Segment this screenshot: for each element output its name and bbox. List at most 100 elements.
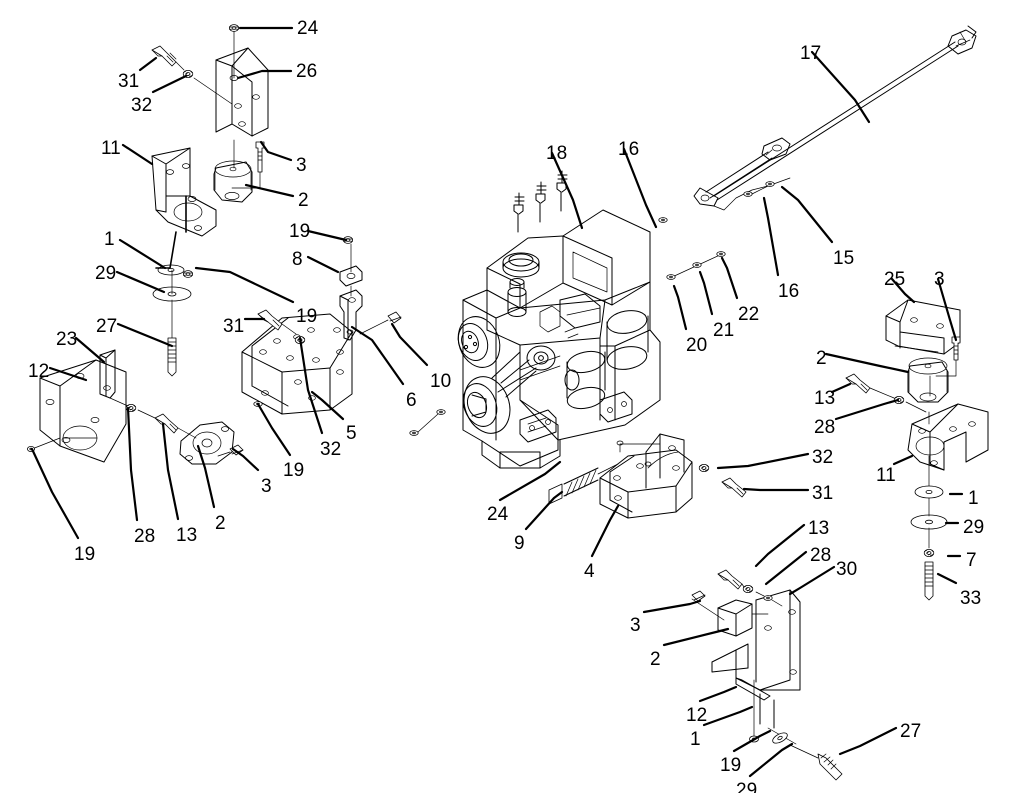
part-3-screw-lower-right (691, 590, 706, 602)
callout-number-2: 2 (215, 513, 226, 534)
leader-line-26 (236, 69, 293, 80)
callout-number-19: 19 (720, 755, 742, 776)
callout-number-16: 16 (618, 139, 640, 160)
part-29-washer-lower-right (772, 732, 788, 744)
part-29-washer-right (910, 514, 948, 530)
leader-line-24 (498, 460, 562, 502)
callout-number-29: 29 (963, 517, 985, 538)
leader-line-5 (310, 390, 345, 421)
part-19-washer-lower-right-a (763, 595, 773, 601)
leader-line-19 (30, 447, 80, 540)
leader-line-9 (524, 490, 564, 531)
leader-line-2 (244, 183, 295, 198)
part-15-washer (765, 181, 775, 187)
callout-number-3: 3 (630, 615, 641, 636)
callout-number-21: 21 (713, 320, 735, 341)
leader-line-3 (231, 447, 260, 472)
callout-number-19: 19 (289, 221, 311, 242)
callout-number-31: 31 (118, 71, 140, 92)
callout-number-2: 2 (650, 649, 661, 670)
part-13-bolt-left (154, 413, 179, 434)
callout-number-18: 18 (546, 143, 568, 164)
leader-line-3 (642, 599, 702, 614)
leader-line-4 (590, 504, 620, 558)
part-28-washer-lower-right (742, 585, 754, 593)
leader-line-29 (115, 270, 166, 294)
leader-line-32 (298, 336, 324, 435)
leader-line-28 (834, 398, 900, 421)
callout-number-13: 13 (808, 518, 830, 539)
part-25-bracket-right (885, 299, 961, 355)
callout-number-11: 11 (876, 465, 896, 486)
leader-line-11 (892, 454, 914, 466)
callout-number-1: 1 (968, 488, 979, 509)
part-2-mount-right (907, 357, 949, 403)
part-11-bracket-left (151, 147, 217, 237)
part-2-mount-lower-right (717, 599, 769, 637)
leader-line-13 (754, 523, 806, 568)
part-27-bolt-lower-right (817, 753, 843, 781)
callout-number-5: 5 (346, 423, 357, 444)
leader-line-25 (890, 277, 916, 304)
part-31-bolt-lower (721, 477, 747, 498)
leader-line-6 (350, 325, 405, 386)
part-11-bracket-right (907, 403, 989, 471)
callout-number-1: 1 (690, 729, 701, 750)
leader-line-15 (780, 185, 834, 244)
callout-number-24: 24 (297, 18, 319, 39)
part-3-screw-arm (387, 311, 402, 324)
callout-number-27: 27 (96, 316, 118, 337)
leader-line-30 (788, 565, 836, 596)
leader-line-1 (702, 705, 754, 727)
part-20-washer (666, 274, 676, 280)
part-23-shim-left (99, 349, 116, 399)
part-22-washer (716, 251, 726, 257)
callout-number-9: 9 (514, 533, 525, 554)
callout-number-33: 33 (960, 588, 982, 609)
part-21-washer (692, 262, 702, 268)
part-9-spring (548, 463, 619, 505)
callout-number-19: 19 (296, 306, 318, 327)
leader-line-28 (764, 550, 808, 586)
engine-body (457, 170, 661, 469)
callout-number-32: 32 (320, 439, 342, 460)
callout-number-28: 28 (134, 526, 156, 547)
part-33-bolt-right (924, 561, 934, 601)
leader-line-1 (118, 238, 167, 270)
callout-number-23: 23 (56, 329, 78, 350)
leader-line-29 (748, 742, 794, 778)
leader-line-11 (121, 143, 154, 166)
callout-number-13: 13 (176, 525, 198, 546)
leader-line-3 (936, 277, 958, 342)
callout-number-12: 12 (686, 705, 708, 726)
callout-number-20: 20 (686, 335, 708, 356)
leader-line-8 (306, 255, 340, 274)
callout-number-27: 27 (900, 721, 922, 742)
leader-line-2 (824, 352, 910, 374)
part-4-bracket-lower (599, 433, 693, 519)
callout-leader-lines (30, 26, 964, 778)
part-19-nut-upper-left (182, 270, 194, 278)
leader-line-12 (48, 366, 88, 382)
callout-number-2: 2 (816, 348, 827, 369)
callout-number-22: 22 (738, 304, 760, 325)
leader-line-16 (622, 147, 658, 229)
leader-line-13 (161, 422, 180, 521)
callout-number-28: 28 (810, 545, 832, 566)
leader-line-32 (151, 74, 188, 94)
callout-number-1: 1 (104, 229, 115, 250)
leader-line-2 (662, 627, 730, 647)
callout-number-32: 32 (812, 447, 834, 468)
callout-number-6: 6 (406, 390, 417, 411)
leader-line-13 (830, 382, 852, 394)
callout-number-15: 15 (833, 248, 855, 269)
part-17-control-rod (693, 25, 977, 207)
part-26-bracket (215, 24, 269, 137)
part-2-mount-lower-left (179, 421, 235, 465)
callout-number-19: 19 (283, 460, 305, 481)
callout-number-26: 26 (296, 61, 318, 82)
leader-line-31 (742, 487, 810, 492)
callout-number-28: 28 (814, 417, 836, 438)
